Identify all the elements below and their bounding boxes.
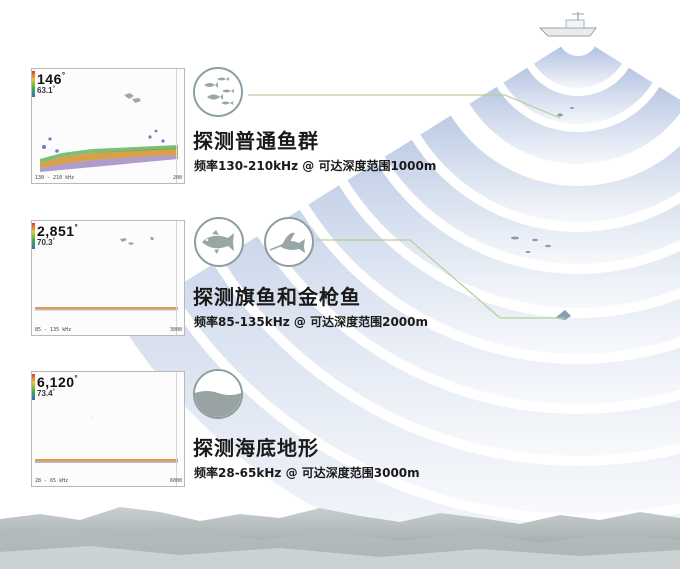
depth-unit: ° bbox=[74, 374, 79, 383]
seabed-icon bbox=[193, 369, 243, 419]
temperature-value: 63.1 bbox=[37, 86, 53, 95]
depth-scale bbox=[176, 69, 183, 183]
temperature-value: 70.3 bbox=[37, 238, 53, 247]
depth-scale bbox=[176, 221, 183, 335]
sonar-band bbox=[420, 115, 680, 222]
temperature-value: 73.4 bbox=[37, 389, 53, 398]
feature-spec-2: 频率85-135kHz @ 可达深度范围2000m bbox=[194, 315, 428, 329]
depth-value: 6,120 bbox=[37, 374, 75, 390]
feature-title-1: 探测普通鱼群 bbox=[193, 129, 319, 153]
sonar-band bbox=[172, 263, 680, 514]
max-depth-label: 3000 bbox=[169, 327, 182, 333]
leader-lines bbox=[248, 94, 565, 319]
sonar-band bbox=[308, 185, 680, 354]
depth-value: 2,851 bbox=[37, 223, 75, 239]
max-depth-label: 200 bbox=[172, 175, 182, 181]
temperature-readout: 63.1° bbox=[37, 86, 55, 95]
depth-scale bbox=[176, 372, 183, 486]
boat-icon bbox=[538, 12, 597, 37]
sonar-echo-image bbox=[35, 401, 178, 463]
tuna-icon bbox=[194, 217, 244, 267]
sonar-band bbox=[347, 162, 680, 308]
temperature-unit: ° bbox=[52, 238, 55, 244]
sonar-screen-3: 6,120° 73.4° 28 - 65 kHz 6000 bbox=[31, 371, 185, 487]
sonar-band bbox=[221, 236, 680, 456]
depth-unit: ° bbox=[61, 71, 66, 80]
feature-spec-3: 频率28-65kHz @ 可达深度范围3000m bbox=[194, 466, 420, 480]
color-scale-bar bbox=[32, 223, 35, 249]
frequency-label: 85 - 135 kHz bbox=[35, 327, 72, 333]
fish-school-icon bbox=[193, 67, 243, 117]
temperature-unit: ° bbox=[52, 86, 55, 92]
feature-spec-1: 频率130-210kHz @ 可达深度范围1000m bbox=[194, 159, 437, 173]
frequency-label: 130 - 210 kHz bbox=[35, 175, 75, 181]
color-scale-bar bbox=[32, 71, 35, 97]
marlin-icon bbox=[264, 217, 314, 267]
depth-readout: 2,851° bbox=[37, 223, 78, 239]
sonar-band bbox=[384, 139, 680, 264]
depth-value: 146 bbox=[37, 71, 62, 87]
depth-readout: 6,120° bbox=[37, 374, 78, 390]
frequency-label: 28 - 65 kHz bbox=[35, 478, 69, 484]
temperature-readout: 73.4° bbox=[37, 389, 55, 398]
temperature-unit: ° bbox=[52, 389, 55, 395]
depth-unit: ° bbox=[74, 223, 79, 232]
feature-title-3: 探测海底地形 bbox=[193, 436, 319, 460]
max-depth-label: 6000 bbox=[169, 478, 182, 484]
sonar-echo-image bbox=[35, 237, 178, 311]
feature-title-2: 探测旗鱼和金枪鱼 bbox=[193, 285, 361, 309]
sonar-screen-2: 2,851° 70.3° 85 - 135 kHz 3000 bbox=[31, 220, 185, 336]
sonar-band bbox=[469, 86, 680, 164]
color-scale-bar bbox=[32, 374, 35, 400]
depth-readout: 146° bbox=[37, 71, 66, 87]
sonar-screen-1: 146° 63.1° 130 - 210 kHz 200 bbox=[31, 68, 185, 184]
temperature-readout: 70.3° bbox=[37, 238, 55, 247]
sonar-echo-image bbox=[40, 93, 178, 172]
sonar-band bbox=[533, 46, 623, 88]
